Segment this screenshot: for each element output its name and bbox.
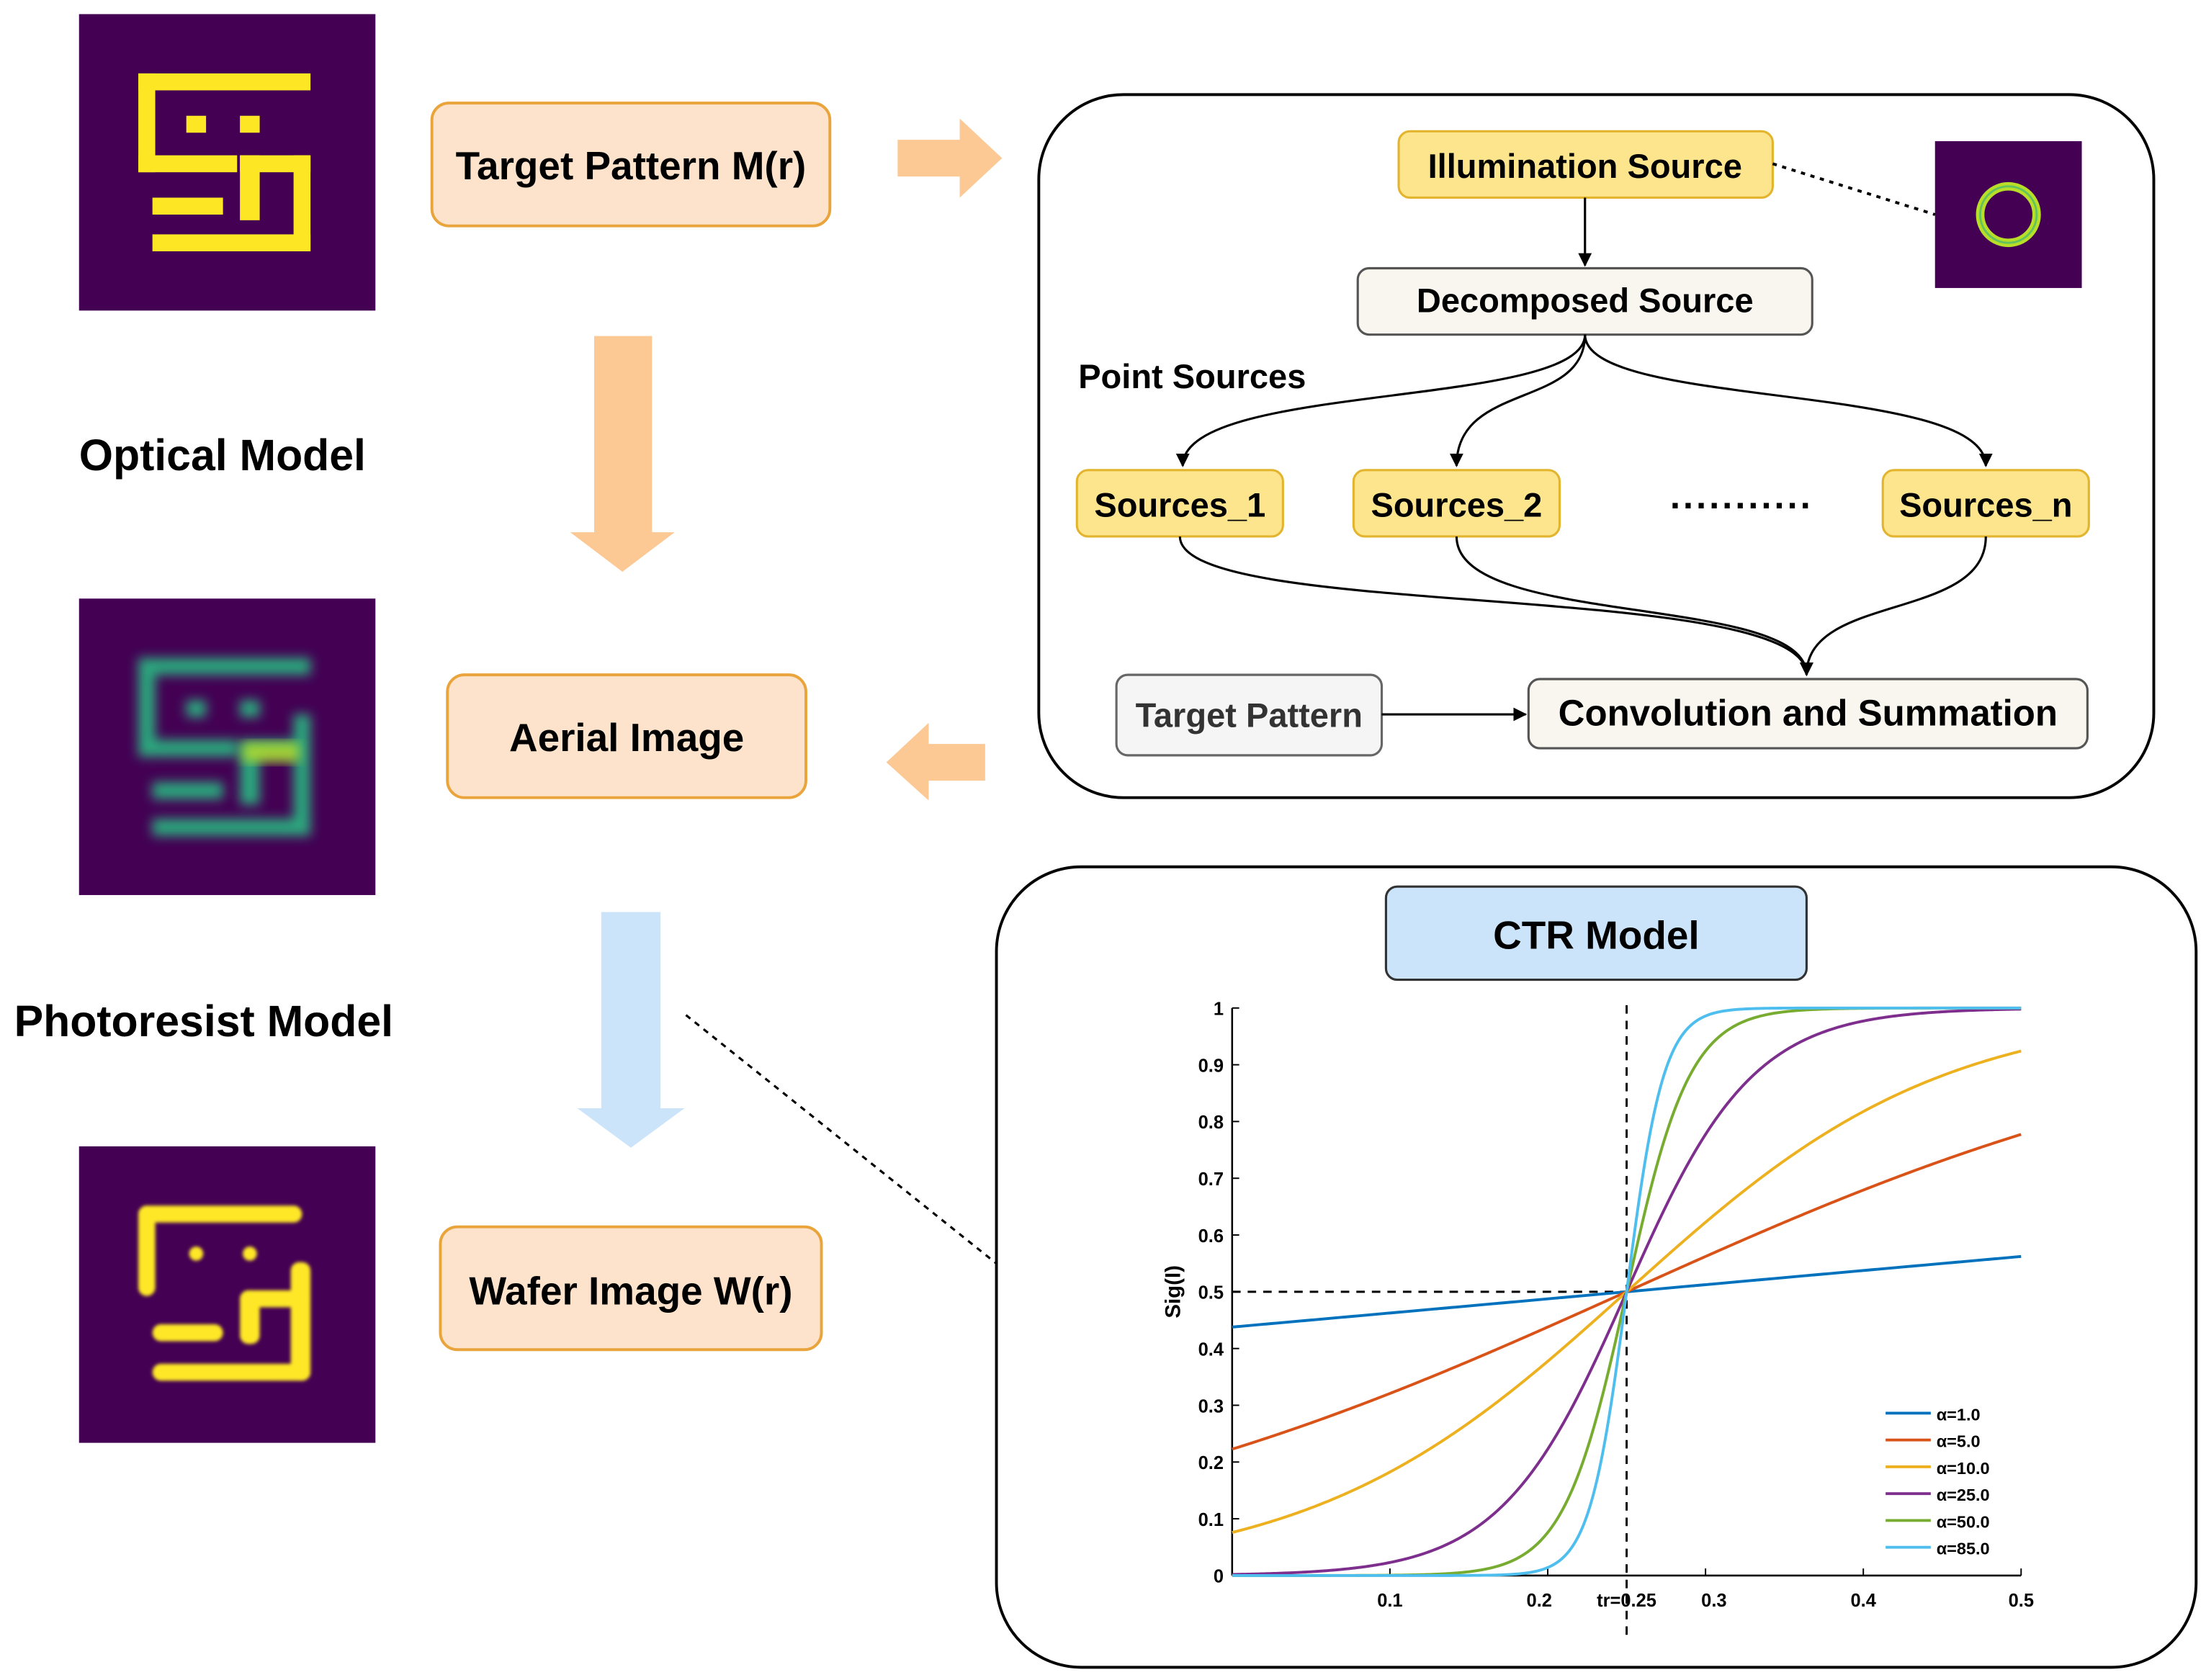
sources-1-label: Sources_1 — [1094, 486, 1265, 524]
y-tick-label: 0.7 — [1198, 1169, 1224, 1190]
target-pattern-node-label: Target Pattern — [1136, 696, 1363, 735]
down-arrow-photoresist — [577, 912, 685, 1148]
legend-label: α=5.0 — [1937, 1432, 1981, 1451]
x-tick-label: 0.3 — [1701, 1591, 1726, 1611]
sources-ellipsis: ........... — [1670, 475, 1813, 516]
convolution-node — [1527, 678, 2089, 750]
sources-n-label: Sources_n — [1899, 486, 2072, 524]
illumination-ring-image — [1934, 141, 2082, 288]
legend-label: α=85.0 — [1937, 1540, 1990, 1558]
target-pattern-label: Target Pattern M(r) — [456, 143, 807, 188]
chart-legend: α=1.0 α=5.0 α=10.0 α=25.0 α=50.0 α=85.0 — [1886, 1405, 1990, 1558]
target-pattern-box: Target Pattern M(r) — [430, 102, 832, 228]
y-tick-label: 0.8 — [1198, 1113, 1224, 1133]
point-sources-label: Point Sources — [1078, 357, 1306, 395]
x-tick-label: 0.4 — [1850, 1591, 1876, 1611]
y-tick-label: 0.4 — [1198, 1339, 1224, 1360]
photoresist-model-label: Photoresist Model — [14, 997, 393, 1046]
wafer-image — [79, 1146, 376, 1443]
ring-dotted-link — [1772, 162, 1936, 216]
y-tick-label: 0.5 — [1198, 1283, 1224, 1303]
aerial-image-label: Aerial Image — [509, 715, 744, 760]
down-arrow-optical — [570, 336, 675, 572]
wafer-image-label: Wafer Image W(r) — [469, 1268, 792, 1313]
ctr-connector-line — [685, 1014, 997, 1265]
y-tick-label: 0.9 — [1198, 1056, 1224, 1076]
ctr-title: CTR Model — [1493, 912, 1699, 957]
series-line — [1232, 1006, 2022, 1577]
wafer-image-box: Wafer Image W(r) — [439, 1225, 823, 1352]
y-tick-label: 0.3 — [1198, 1396, 1224, 1416]
sources-2-label: Sources_2 — [1371, 486, 1542, 524]
legend-label: α=10.0 — [1937, 1459, 1990, 1478]
y-axis-label: Sig(I) — [1161, 1265, 1185, 1318]
illumination-source-label: Illumination Source — [1428, 147, 1742, 185]
aerial-image-box: Aerial Image — [446, 673, 807, 799]
convolution-label: Convolution and Summation — [1559, 693, 2058, 734]
ctr-panel: CTR Model 0 0.1 0.2 0.3 0.4 0.5 0.6 0.7 0.8 0.9 1 0… — [995, 865, 2198, 1669]
merge-arrows — [1178, 536, 1987, 677]
x-tick-label: 0.2 — [1527, 1591, 1552, 1611]
x-tick-label: 0.5 — [2009, 1591, 2034, 1611]
legend-label: α=1.0 — [1937, 1405, 1981, 1424]
y-tick-label: 0 — [1214, 1567, 1224, 1587]
y-tick-label: 0.2 — [1198, 1453, 1224, 1473]
left-arrow — [886, 722, 985, 801]
chart-lines — [1232, 1006, 2022, 1577]
y-tick-label: 0.1 — [1198, 1510, 1224, 1530]
legend-label: α=50.0 — [1937, 1512, 1990, 1531]
optical-panel: Illumination Source Decomposed Source Po… — [1037, 93, 2156, 799]
chart-guides — [1232, 1005, 1628, 1641]
right-arrow — [897, 118, 1003, 198]
y-tick-label: 1 — [1214, 1000, 1224, 1020]
y-tick-label: 0.6 — [1198, 1226, 1224, 1246]
legend-label: α=25.0 — [1937, 1486, 1990, 1504]
x-tick-label: 0.1 — [1377, 1591, 1402, 1611]
aerial-image — [79, 598, 376, 895]
ctr-title-box — [1384, 885, 1808, 982]
optical-model-label: Optical Model — [79, 431, 366, 480]
target-pattern-image — [79, 14, 376, 311]
decomposed-source-label: Decomposed Source — [1417, 281, 1754, 319]
branch-arrows — [1175, 334, 1993, 467]
